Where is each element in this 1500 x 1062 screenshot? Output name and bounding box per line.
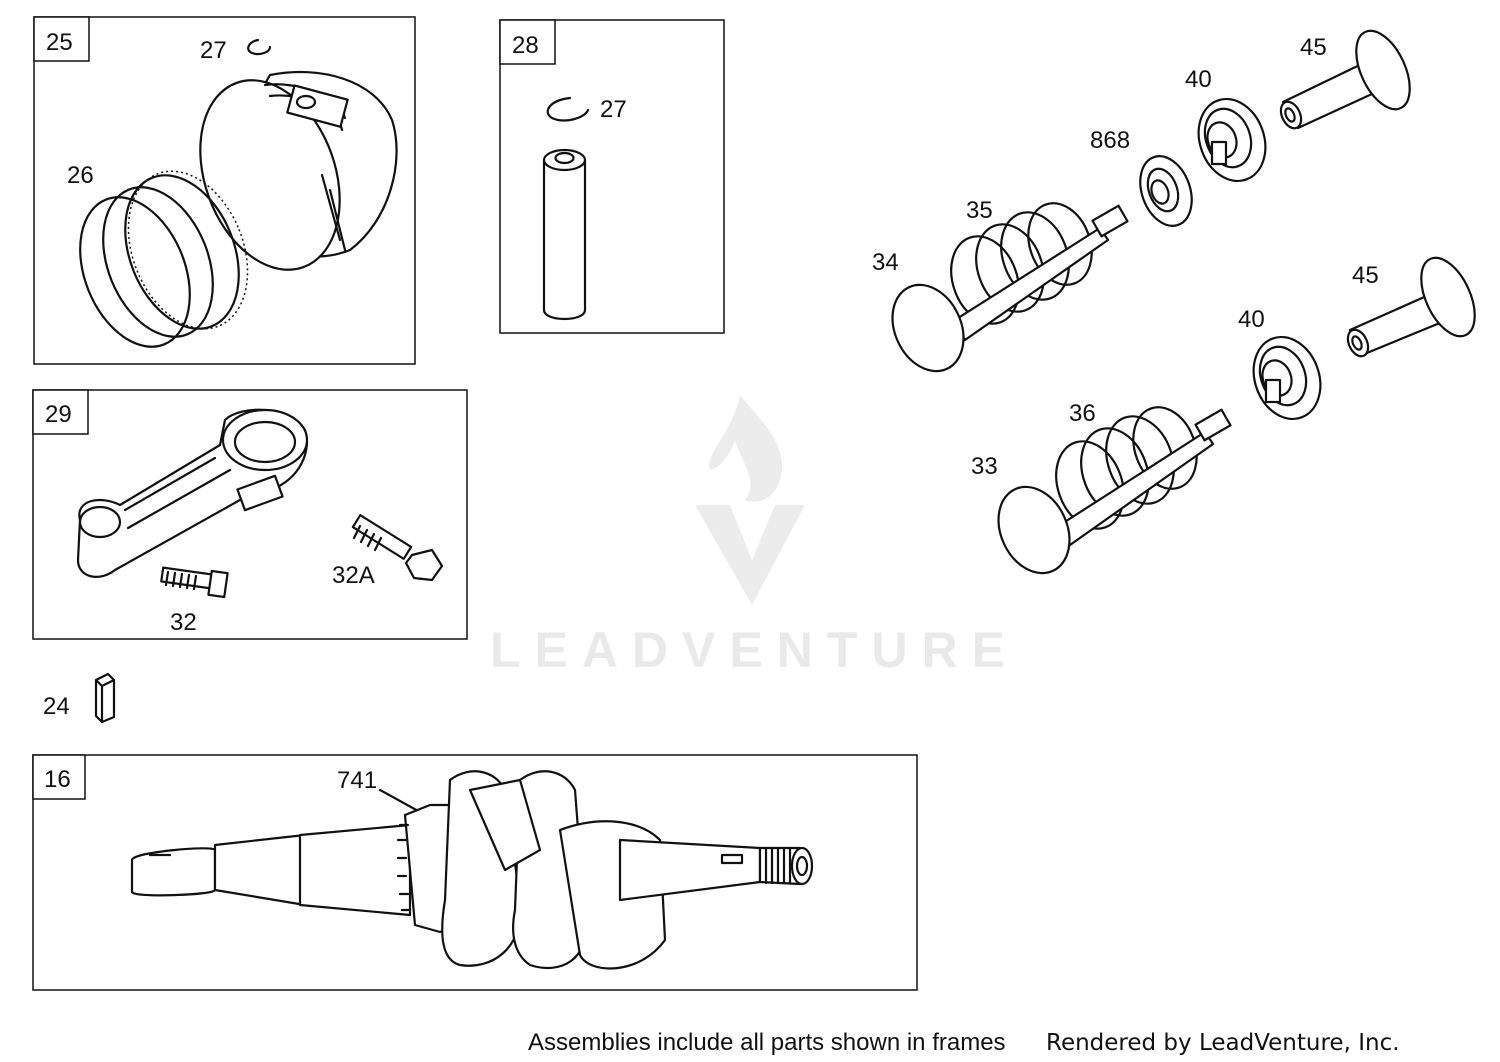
retaining-ring-small-icon (247, 38, 272, 56)
piston-pin-icon (542, 148, 587, 320)
label-32a: 32A (332, 562, 375, 589)
label-34: 34 (872, 249, 899, 276)
valve-intake-icon (997, 408, 1232, 575)
valve-retainer-upper-icon (1197, 97, 1267, 183)
valve-spring-exhaust-icon (950, 202, 1093, 325)
valve-spring-intake-icon (1055, 406, 1198, 530)
leadventure-watermark: LEADVENTURE (490, 395, 1019, 678)
label-40-upper: 40 (1185, 66, 1212, 93)
frame-28-number: 28 (512, 32, 539, 59)
frame-16-number: 16 (44, 766, 71, 793)
frame-16-crankshaft-assembly[interactable]: 16 (32, 754, 918, 991)
rod-bolt-icon (160, 566, 229, 599)
rendered-by-credit: Rendered by LeadVenture, Inc. (1046, 1030, 1400, 1056)
frame-29-connecting-rod-assembly[interactable]: 29 (32, 389, 468, 640)
label-45-upper: 45 (1300, 34, 1327, 61)
label-45-lower: 45 (1352, 262, 1379, 289)
leader-line-741 (378, 788, 422, 814)
watermark-text: LEADVENTURE (490, 622, 1019, 678)
label-32: 32 (170, 609, 197, 636)
piston-rings-icon (79, 170, 249, 348)
frame-25-number: 25 (46, 29, 73, 56)
valve-seal-icon (1139, 155, 1193, 227)
crank-key-icon (94, 672, 116, 724)
valve-exhaust-icon (891, 204, 1129, 373)
valve-retainer-lower-icon (1252, 335, 1322, 421)
leadventure-flame-logo (695, 395, 805, 605)
tappet-upper-icon (1279, 29, 1411, 130)
retaining-ring-icon (546, 96, 590, 122)
label-27-frame25: 27 (200, 37, 227, 64)
label-33: 33 (971, 453, 998, 480)
label-868: 868 (1090, 127, 1130, 154)
label-27-frame28: 27 (600, 96, 627, 123)
label-26: 26 (67, 162, 94, 189)
frame-29-number: 29 (45, 401, 72, 428)
rod-bolt-alt-icon (351, 514, 444, 582)
frame-28-piston-pin-assembly[interactable]: 28 (499, 19, 725, 334)
label-24: 24 (43, 693, 70, 720)
tappet-lower-icon (1346, 256, 1476, 358)
frame-25-piston-assembly[interactable]: 25 (33, 16, 416, 365)
connecting-rod-icon (76, 408, 309, 578)
crankshaft-icon (130, 770, 814, 970)
assemblies-note: Assemblies include all parts shown in fr… (528, 1029, 1006, 1056)
label-35: 35 (966, 197, 993, 224)
label-40-lower: 40 (1238, 306, 1265, 333)
label-36: 36 (1069, 400, 1096, 427)
label-741: 741 (337, 767, 377, 794)
